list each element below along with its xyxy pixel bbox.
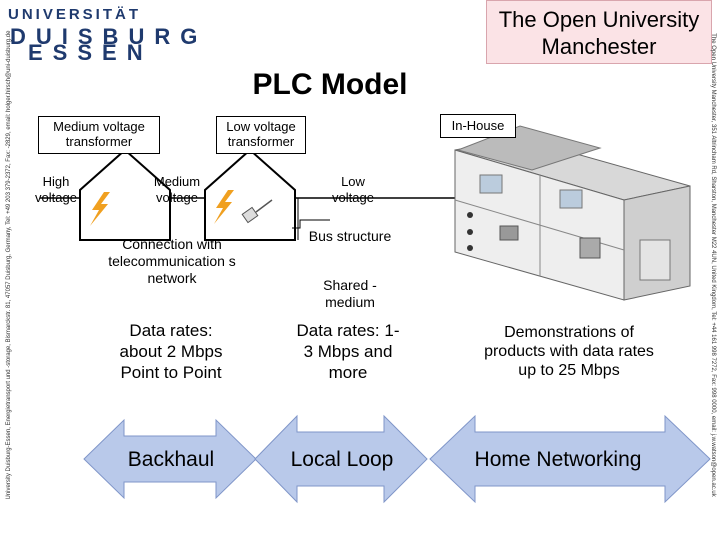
local-loop-data-rates: Data rates: 1- 3 Mbps and more xyxy=(296,321,400,382)
local-loop-arrow-label: Local Loop xyxy=(290,448,394,471)
open-university-box: The Open University Manchester xyxy=(486,0,712,64)
coupler-icon xyxy=(241,199,273,224)
local-loop-arrow xyxy=(254,414,428,504)
ou-line1: The Open University xyxy=(498,7,700,32)
home-networking-arrow xyxy=(429,414,711,504)
lightning-icon xyxy=(214,190,234,224)
lv-transformer-house xyxy=(204,148,296,241)
bus-structure-label: Bus structure xyxy=(308,228,392,244)
medium-voltage-label: Medium voltage xyxy=(153,174,201,205)
connection-label: Connection with telecommunication s netw… xyxy=(108,236,236,286)
house-illustration xyxy=(454,125,691,301)
lightning-icon xyxy=(90,192,110,226)
university-logo-line3: ESSEN xyxy=(28,40,153,65)
lv-transformer-label: Low voltage transformer xyxy=(216,116,306,154)
backhaul-arrow-label: Backhaul xyxy=(127,448,215,471)
home-networking-arrow-label: Home Networking xyxy=(474,448,642,471)
page-title: PLC Model xyxy=(252,68,408,101)
high-voltage-label: High voltage xyxy=(35,174,77,205)
home-data-rates: Demonstrations of products with data rat… xyxy=(484,324,654,379)
university-logo-line1: UNIVERSITÄT xyxy=(8,6,142,23)
mv-transformer-house xyxy=(79,148,171,241)
ou-line2: Manchester xyxy=(541,34,657,59)
shared-medium-label: Shared - medium xyxy=(323,277,377,310)
in-house-label: In-House xyxy=(440,114,516,138)
backhaul-data-rates: Data rates: about 2 Mbps Point to Point xyxy=(119,321,223,382)
mv-transformer-label: Medium voltage transformer xyxy=(38,116,160,154)
low-voltage-label: Low voltage xyxy=(332,174,374,205)
university-logo-line2: DUISBURG xyxy=(10,24,208,49)
